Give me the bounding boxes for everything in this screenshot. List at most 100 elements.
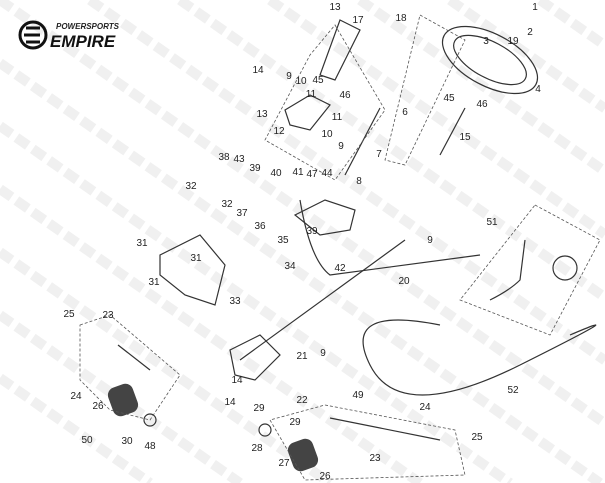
callout-26: 26 (92, 401, 104, 412)
callout-52: 52 (507, 385, 519, 396)
callout-45: 45 (443, 93, 455, 104)
callout-9: 9 (320, 348, 326, 359)
callout-49: 49 (352, 390, 364, 401)
watermark-band (537, 0, 605, 50)
callout-29: 29 (253, 403, 265, 414)
steering-wheel-inner (453, 34, 527, 86)
tie-rod-right-23 (329, 417, 441, 441)
callout-42: 42 (334, 263, 346, 274)
watermark-band (177, 0, 605, 302)
callout-27: 27 (278, 458, 290, 469)
callout-12: 12 (273, 126, 285, 137)
callout-21: 21 (296, 351, 308, 362)
callout-29: 29 (289, 417, 301, 428)
callout-51: 51 (486, 217, 498, 228)
tie-rod-left-23 (117, 344, 151, 371)
callout-48: 48 (144, 441, 156, 452)
group-outline-49 (269, 404, 466, 481)
callout-38: 38 (218, 152, 230, 163)
callout-46: 46 (476, 99, 488, 110)
callout-18: 18 (395, 13, 407, 24)
callout-15: 15 (459, 132, 471, 143)
callout-23: 23 (102, 310, 114, 321)
callout-36: 36 (254, 221, 266, 232)
callout-14: 14 (231, 375, 243, 386)
callout-10: 10 (295, 76, 307, 87)
pedal-bracket (293, 199, 356, 236)
callout-13: 13 (329, 2, 341, 13)
steering-shaft-15 (439, 107, 466, 156)
callout-31: 31 (136, 238, 148, 249)
callout-17: 17 (352, 15, 364, 26)
callout-28: 28 (251, 443, 263, 454)
callout-7: 7 (376, 149, 382, 160)
group-outline-switch (459, 204, 601, 336)
callout-4: 4 (535, 84, 541, 95)
group-outline-50 (79, 314, 181, 421)
group-outline-upper (264, 24, 386, 181)
callout-10: 10 (321, 129, 333, 140)
callout-47: 47 (306, 169, 318, 180)
callout-22: 22 (296, 395, 308, 406)
callout-2: 2 (527, 27, 533, 38)
callout-31: 31 (148, 277, 160, 288)
callout-39: 39 (249, 163, 261, 174)
intermediate-shaft-20 (239, 239, 406, 361)
callout-23: 23 (369, 453, 381, 464)
callout-32: 32 (185, 181, 197, 192)
tilt-bracket-17 (319, 19, 361, 81)
callout-6: 6 (402, 107, 408, 118)
callout-11: 11 (306, 89, 317, 100)
callout-3: 3 (483, 36, 489, 47)
logo-text-empire: EMPIRE (50, 32, 116, 51)
callout-24: 24 (419, 402, 431, 413)
callout-40: 40 (270, 168, 282, 179)
watermark-band (267, 0, 605, 239)
brand-logo: POWERSPORTS EMPIRE (18, 20, 120, 51)
part-drawings (79, 14, 601, 481)
watermark-band (0, 58, 603, 483)
callout-9: 9 (427, 235, 433, 246)
callout-25: 25 (63, 309, 75, 320)
callout-43: 43 (233, 154, 245, 165)
callout-37: 37 (236, 208, 248, 219)
ignition-switch-51 (489, 239, 526, 301)
cable-34 (299, 199, 481, 276)
callout-39: 39 (306, 226, 318, 237)
callout-14: 14 (252, 65, 264, 76)
switch-cap (552, 255, 578, 281)
steering-gear-box (229, 334, 281, 381)
callout-8: 8 (356, 176, 362, 187)
callout-25: 25 (471, 432, 483, 443)
callout-9: 9 (286, 71, 292, 82)
bracket-12 (284, 94, 331, 131)
callout-14: 14 (224, 397, 236, 408)
group-outline-column (384, 14, 466, 166)
callout-45: 45 (312, 75, 324, 86)
callout-26: 26 (319, 471, 331, 482)
watermark-band (87, 0, 605, 365)
logo-emblem-icon (18, 20, 48, 50)
callout-32: 32 (221, 199, 233, 210)
o-ring-48 (143, 413, 157, 427)
boot-30 (107, 383, 139, 417)
callout-30: 30 (121, 436, 133, 447)
logo-text-powersports: POWERSPORTS (56, 22, 120, 31)
watermark-band (447, 0, 605, 113)
cable-52 (362, 319, 597, 396)
watermark-band (0, 121, 513, 483)
mount-bracket-33 (159, 234, 226, 306)
watermark-band (0, 247, 333, 483)
callout-24: 24 (70, 391, 82, 402)
callout-41: 41 (292, 167, 304, 178)
watermark-band (0, 184, 423, 483)
watermark-band (0, 373, 153, 483)
callout-1: 1 (532, 2, 538, 13)
callout-34: 34 (284, 261, 296, 272)
callout-35: 35 (277, 235, 289, 246)
logo-emblem-stripes (24, 26, 40, 44)
